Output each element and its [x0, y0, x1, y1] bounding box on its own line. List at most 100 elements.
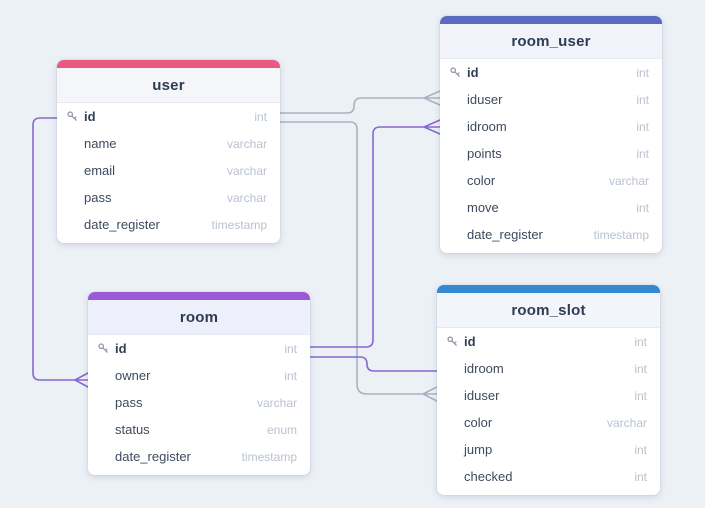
field-type: timestamp [241, 449, 297, 464]
table-accent-bar [440, 16, 662, 24]
field-name: color [467, 173, 496, 188]
field-name: move [467, 200, 499, 215]
table-header-room_slot[interactable]: room_slot [437, 293, 660, 328]
relationship-user-id-room-owner[interactable] [32, 117, 89, 388]
relationship-line[interactable] [309, 356, 439, 372]
relationship-room-id-room_slot-idroom[interactable] [309, 356, 439, 372]
field-name: pass [84, 190, 112, 205]
field-type: int [634, 469, 647, 484]
field-type: int [254, 109, 267, 124]
field-type: int [284, 368, 297, 383]
relationship-line[interactable] [32, 117, 76, 381]
table-title: room_slot [511, 301, 586, 319]
crow-foot [422, 386, 438, 402]
crow-foot [74, 372, 89, 388]
relationship-user-id-room_slot-iduser[interactable] [279, 121, 438, 402]
field-name: id [464, 334, 476, 349]
field-name: pass [115, 395, 143, 410]
field-row-room-owner[interactable]: owner int [88, 362, 310, 389]
field-name: iduser [464, 388, 500, 403]
field-type: int [284, 341, 297, 356]
key-icon [98, 343, 108, 353]
field-row-user-date_register[interactable]: date_register timestamp [57, 211, 280, 238]
table-card-user[interactable]: user id int name varchar email varchar pass varc… [57, 60, 280, 243]
table-accent-bar [437, 285, 660, 293]
field-row-room_slot-idroom[interactable]: idroom int [437, 355, 660, 382]
field-name: date_register [115, 449, 191, 464]
field-type: int [636, 92, 649, 107]
field-row-room-pass[interactable]: pass varchar [88, 389, 310, 416]
field-row-user-pass[interactable]: pass varchar [57, 184, 280, 211]
table-accent-bar [88, 292, 310, 300]
field-type: varchar [226, 190, 267, 205]
table-title: user [152, 76, 185, 94]
field-name: iduser [467, 92, 503, 107]
table-header-room[interactable]: room [88, 300, 310, 335]
field-row-user-email[interactable]: email varchar [57, 157, 280, 184]
relationship-room-id-room_user-idroom[interactable] [309, 119, 441, 348]
field-type: varchar [226, 163, 267, 178]
field-row-user-id[interactable]: id int [57, 103, 280, 130]
field-name: date_register [467, 227, 543, 242]
crow-foot [423, 119, 441, 135]
field-name: id [467, 65, 479, 80]
table-title: room_user [511, 32, 591, 50]
field-row-room_user-iduser[interactable]: iduser int [440, 86, 662, 113]
key-icon [450, 67, 460, 77]
relationship-line[interactable] [279, 121, 424, 395]
field-name: name [84, 136, 117, 151]
relationship-line[interactable] [279, 97, 425, 114]
field-type: varchar [256, 395, 297, 410]
relationship-user-id-room_user-iduser[interactable] [279, 90, 441, 114]
field-row-room_slot-jump[interactable]: jump int [437, 436, 660, 463]
table-header-user[interactable]: user [57, 68, 280, 103]
field-name: id [115, 341, 127, 356]
key-icon [447, 336, 457, 346]
field-name: points [467, 146, 502, 161]
field-type: int [634, 361, 647, 376]
field-type: timestamp [211, 217, 267, 232]
field-name: id [84, 109, 96, 124]
table-accent-bar [57, 60, 280, 68]
field-type: int [636, 65, 649, 80]
relationship-line[interactable] [309, 126, 425, 348]
field-name: owner [115, 368, 151, 383]
field-row-room_slot-checked[interactable]: checked int [437, 463, 660, 490]
crow-foot [423, 90, 441, 106]
field-name: jump [464, 442, 493, 457]
table-header-room_user[interactable]: room_user [440, 24, 662, 59]
field-row-user-name[interactable]: name varchar [57, 130, 280, 157]
field-row-room_user-id[interactable]: id int [440, 59, 662, 86]
field-type: varchar [608, 173, 649, 188]
field-row-room-date_register[interactable]: date_register timestamp [88, 443, 310, 470]
field-type: int [636, 146, 649, 161]
field-name: email [84, 163, 116, 178]
field-name: date_register [84, 217, 160, 232]
table-title: room [179, 308, 219, 326]
field-row-room-id[interactable]: id int [88, 335, 310, 362]
field-name: checked [464, 469, 513, 484]
field-type: varchar [226, 136, 267, 151]
field-row-room_user-color[interactable]: color varchar [440, 167, 662, 194]
field-type: enum [266, 422, 297, 437]
field-type: varchar [606, 415, 647, 430]
field-row-room_user-move[interactable]: move int [440, 194, 662, 221]
field-row-room_user-points[interactable]: points int [440, 140, 662, 167]
field-type: int [636, 200, 649, 215]
field-name: idroom [464, 361, 504, 376]
field-row-room_slot-id[interactable]: id int [437, 328, 660, 355]
key-icon [67, 111, 77, 121]
field-name: idroom [467, 119, 507, 134]
field-type: int [634, 334, 647, 349]
field-type: int [634, 442, 647, 457]
